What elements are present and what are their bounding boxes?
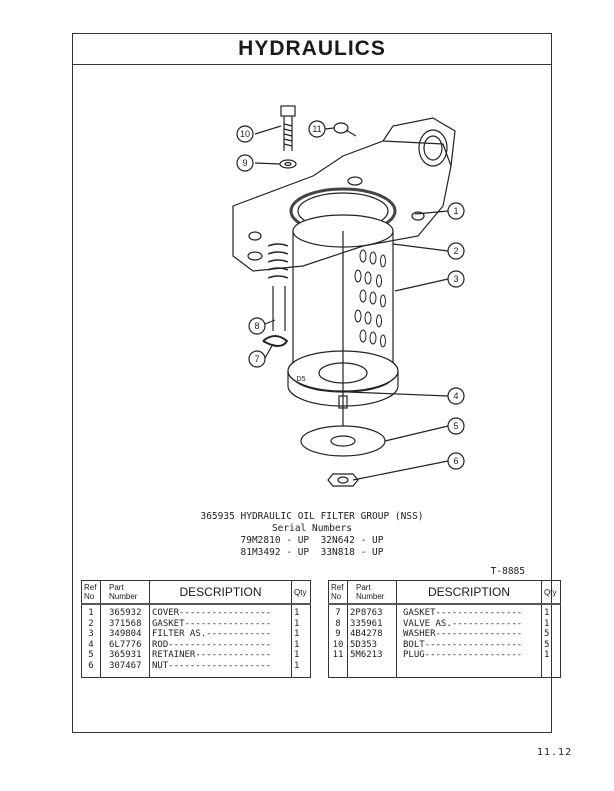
part-number: 4B4278 [347, 629, 397, 640]
description: GASKET---------------- [149, 618, 292, 629]
table-row: 2 371568 GASKET---------------- 1 [81, 618, 311, 629]
callout-7: 7 [254, 354, 259, 364]
callout-8: 8 [254, 321, 259, 331]
callout-1: 1 [453, 206, 458, 216]
ref-no: 10 [328, 639, 348, 650]
qty: 1 [291, 650, 311, 661]
description: FILTER AS.------------ [149, 629, 292, 640]
ref-no: 1 [81, 604, 101, 619]
group-title: 365935 HYDRAULIC OIL FILTER GROUP (NSS) [200, 511, 424, 522]
page-title: HYDRAULICS [238, 37, 386, 60]
part-number: 5D353 [347, 639, 397, 650]
serial-line-2: 81M3492 - UP 33N818 - UP [240, 547, 384, 558]
callout-4: 4 [453, 391, 458, 401]
description: GASKET---------------- [396, 604, 542, 619]
qty: 1 [291, 660, 311, 678]
table-row: 9 4B4278 WASHER---------------- 5 [328, 629, 561, 640]
ref-no: 5 [81, 650, 101, 661]
part-number: 335961 [347, 618, 397, 629]
table-row: 4 6L7776 ROD------------------- 1 [81, 639, 311, 650]
exploded-view-illustration: 10 9 11 1 2 3 4 5 6 8 7 D5 [232, 105, 465, 487]
ref-no: 4 [81, 639, 101, 650]
table-row: 11 5M6213 PLUG------------------ 1 [328, 650, 561, 661]
callout-3: 3 [453, 274, 458, 284]
qty: 1 [291, 604, 311, 619]
callout-6: 6 [453, 456, 458, 466]
ref-no: 2 [81, 618, 101, 629]
part-number: 2P8763 [347, 604, 397, 619]
callout-11: 11 [312, 124, 321, 134]
title-bar: HYDRAULICS [73, 34, 551, 65]
description: RETAINER-------------- [149, 650, 292, 661]
table-row: 1 365932 COVER----------------- 1 [81, 604, 311, 619]
ref-no: 3 [81, 629, 101, 640]
table-row: 6 307467 NUT------------------- 1 [81, 660, 311, 678]
part-number: 349804 [100, 629, 150, 640]
ref-no: 7 [328, 604, 348, 619]
table-row: 10 5D353 BOLT------------------ 5 [328, 639, 561, 650]
description: COVER----------------- [149, 604, 292, 619]
part-number: 365932 [100, 604, 150, 619]
serial-line-1: 79M2810 - UP 32N642 - UP [240, 535, 384, 546]
drawing-number: T-8885 [490, 566, 525, 577]
description: ROD------------------- [149, 639, 292, 650]
ref-no: 9 [328, 629, 348, 640]
table-row: 5 365931 RETAINER-------------- 1 [81, 650, 311, 661]
part-number: 6L7776 [100, 639, 150, 650]
qty: 1 [291, 618, 311, 629]
qty: 5 [541, 639, 561, 650]
description: PLUG------------------ [396, 650, 542, 661]
col-description: DESCRIPTION [149, 580, 292, 605]
group-caption: 365935 HYDRAULIC OIL FILTER GROUP (NSS) … [73, 511, 551, 559]
table-row: 7 2P8763 GASKET---------------- 1 [328, 604, 561, 619]
description: BOLT------------------ [396, 639, 542, 650]
ref-no: 11 [328, 650, 348, 661]
qty: 1 [291, 629, 311, 640]
table-row-empty [328, 660, 561, 678]
table-row: 8 335961 VALVE AS.------------- 1 [328, 618, 561, 629]
ref-no: 6 [81, 660, 101, 678]
qty: 1 [291, 639, 311, 650]
callout-2: 2 [453, 246, 458, 256]
serial-label: Serial Numbers [271, 523, 353, 534]
callout-9: 9 [242, 158, 247, 168]
qty: 5 [541, 629, 561, 640]
qty: 1 [541, 604, 561, 619]
page-frame: HYDRAULICS [72, 33, 561, 733]
part-number: 371568 [100, 618, 150, 629]
qty: 1 [541, 650, 561, 661]
col-qty: Qty [291, 580, 311, 605]
description: NUT------------------- [149, 660, 292, 678]
description: WASHER---------------- [396, 629, 542, 640]
qty: 1 [541, 618, 561, 629]
ref-no: 8 [328, 618, 348, 629]
col-description: DESCRIPTION [396, 580, 542, 605]
callout-10: 10 [240, 129, 250, 139]
part-number: 365931 [100, 650, 150, 661]
description: VALVE AS.------------- [396, 618, 542, 629]
callout-5: 5 [453, 421, 458, 431]
page-number: 11.12 [537, 747, 573, 758]
col-qty: Qty [541, 580, 561, 605]
table-row: 3 349804 FILTER AS.------------ 1 [81, 629, 311, 640]
stamp-label: D5 [297, 376, 306, 383]
part-number: 5M6213 [347, 650, 397, 661]
part-number: 307467 [100, 660, 150, 678]
